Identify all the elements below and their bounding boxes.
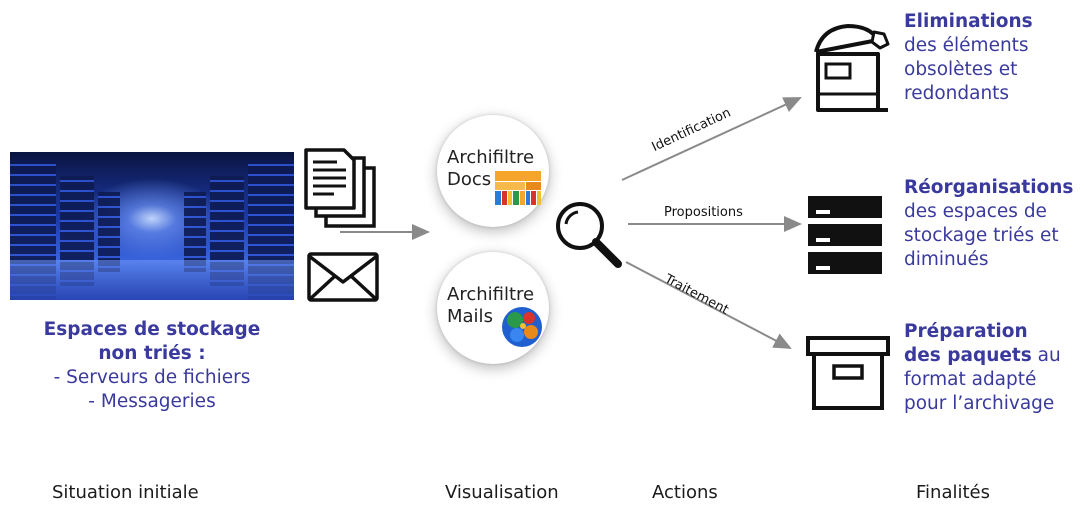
docs-name-line1: Archifiltre <box>447 147 535 168</box>
eliminations-line2: obsolètes et <box>904 59 1018 80</box>
docs-treemap-icon <box>495 171 541 205</box>
magnifier-icon <box>556 202 622 268</box>
reorganisations-line2: stockage triés et <box>904 225 1059 246</box>
reorganisations-line1: des espaces de <box>904 201 1047 222</box>
document-stack-icon <box>304 148 376 228</box>
mails-name-line2: Mails <box>447 306 493 327</box>
preparation-line3: format adapté <box>904 369 1037 390</box>
column-actions: Actions <box>652 482 718 503</box>
column-visualisation: Visualisation <box>445 482 559 503</box>
reorganisations-title: Réorganisations <box>904 177 1074 198</box>
caption-line-1: Espaces de stockage <box>43 319 261 340</box>
eliminations-line3: redondants <box>904 83 1010 104</box>
drawers-icon <box>808 196 882 274</box>
archifiltre-mails-logo: Archifiltre Mails <box>437 252 549 364</box>
preparation-line4: pour l’archivage <box>904 393 1055 414</box>
arrow-identification <box>621 97 802 181</box>
mails-bubble-icon <box>502 307 542 347</box>
caption-line-3: - Serveurs de fichiers <box>53 367 251 388</box>
preparation-title-part2: des paquets <box>904 345 1032 366</box>
server-room-photo <box>10 152 294 300</box>
column-situation: Situation initiale <box>52 482 199 503</box>
archive-box-icon <box>806 336 890 410</box>
preparation-line2: des paquets au <box>904 344 1061 368</box>
reorganisations-line3: diminués <box>904 249 989 270</box>
column-finalites: Finalités <box>916 482 990 503</box>
label-propositions: Propositions <box>664 205 743 220</box>
result-eliminations: Eliminations des éléments obsolètes et r… <box>904 10 1033 106</box>
mails-name-line1: Archifiltre <box>447 284 535 305</box>
eliminations-title: Eliminations <box>904 11 1033 32</box>
trash-bin-icon <box>814 23 890 112</box>
result-preparation: Préparation des paquets au format adapté… <box>904 320 1061 416</box>
archifiltre-docs-logo: Archifiltre Docs <box>437 115 549 227</box>
arrow-traitement <box>625 261 792 349</box>
initial-storage-caption: Espaces de stockage non triés : - Serveu… <box>10 318 294 414</box>
preparation-title: Préparation <box>904 321 1028 342</box>
result-reorganisations: Réorganisations des espaces de stockage … <box>904 176 1073 272</box>
caption-line-2: non triés : <box>98 343 206 364</box>
docs-name-line2: Docs <box>447 169 492 190</box>
caption-line-4: - Messageries <box>88 391 216 412</box>
envelope-icon <box>307 252 379 302</box>
preparation-line2-suffix: au <box>1031 345 1061 366</box>
eliminations-line1: des éléments <box>904 35 1029 56</box>
